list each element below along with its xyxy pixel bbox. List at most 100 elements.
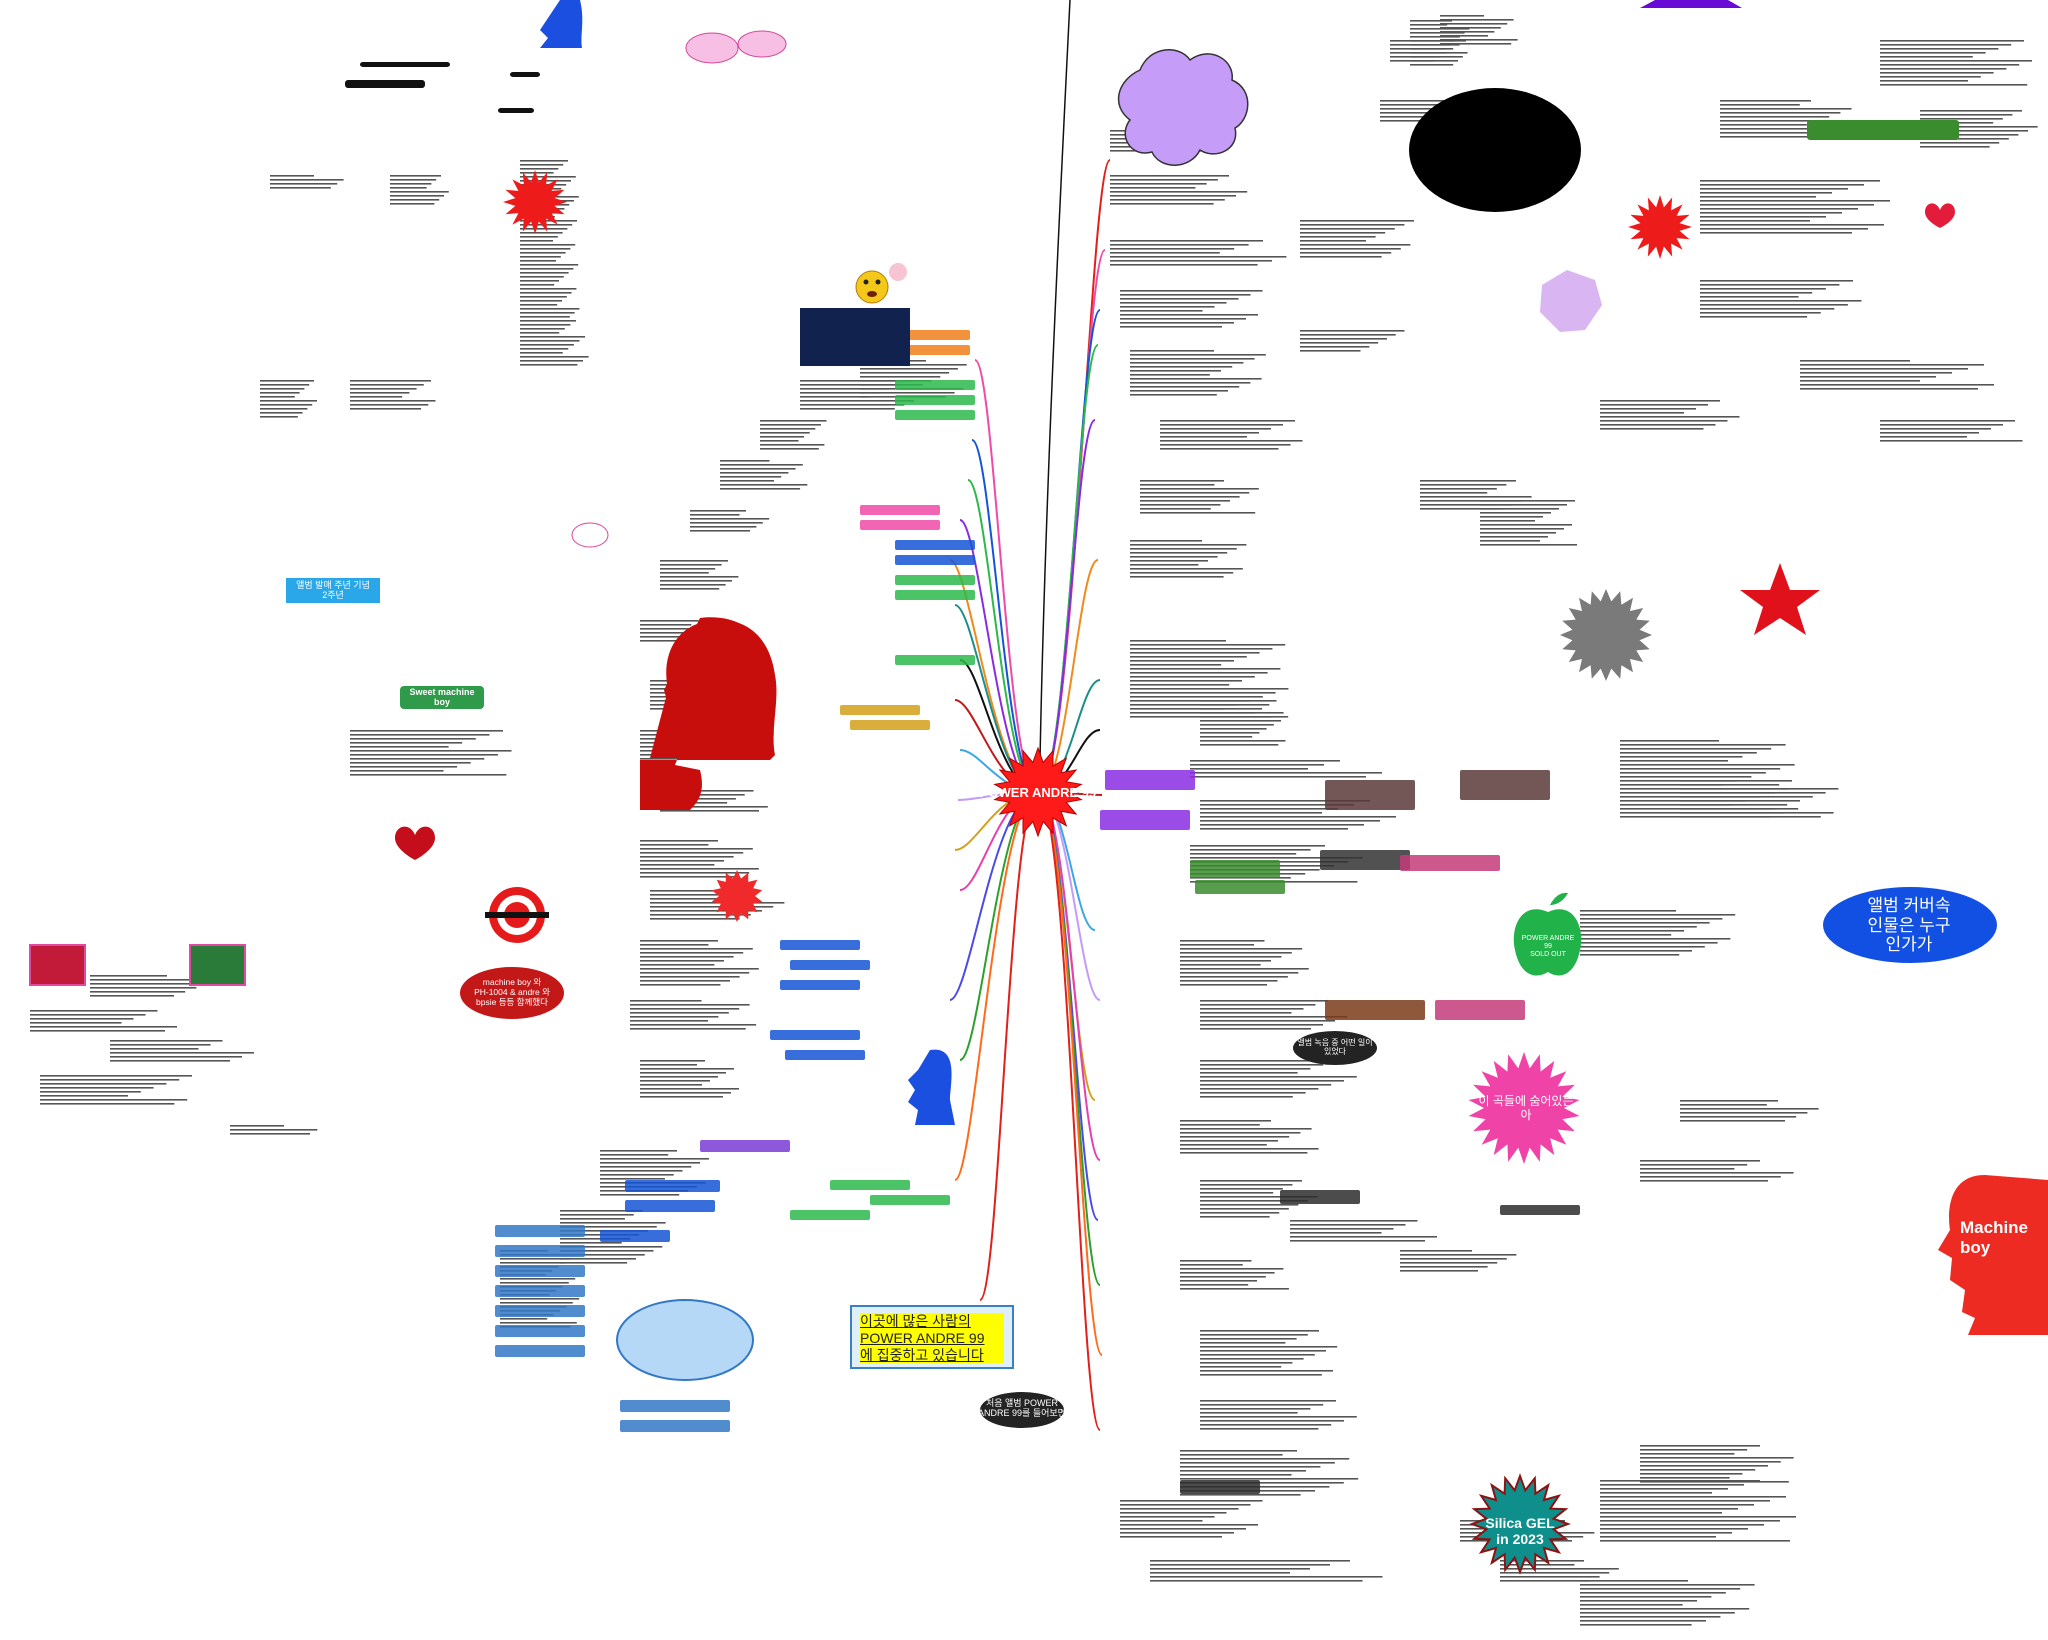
node-box[interactable] <box>895 655 975 665</box>
node-box[interactable] <box>1325 1000 1425 1020</box>
machine-boy-head-icon <box>1938 1175 2048 1335</box>
branch-line <box>979 791 1039 1301</box>
branch-lines <box>949 0 1111 1431</box>
node-box[interactable] <box>850 720 930 730</box>
highlight-note-text: 이곳에 많은 사람의 POWER ANDRE 99 에 집중하고 있습니다 <box>860 1313 1004 1364</box>
album-cover-label: 앨범 커버속 인물은 누구 인가가 <box>1867 896 1951 955</box>
grey-starburst-icon <box>1560 589 1652 681</box>
sweet-machine-boy-tag[interactable]: Sweet machine boy <box>400 686 484 709</box>
branch-line <box>954 791 1039 1181</box>
branch-line <box>1037 419 1096 793</box>
node-box[interactable] <box>895 540 975 550</box>
black-oval-note <box>1409 88 1581 212</box>
node-box[interactable] <box>840 705 920 715</box>
blue-head-icon <box>540 0 583 48</box>
node-box[interactable] <box>895 410 975 420</box>
node-box[interactable] <box>790 1210 870 1220</box>
album-cover-bubble[interactable] <box>1823 887 1997 963</box>
pink-starburst-shape <box>1468 1052 1580 1164</box>
node-box[interactable] <box>830 1180 910 1190</box>
pink-star-label: 이 곡들에 숨어있는 아 <box>1478 1094 1574 1122</box>
lightblue-blob <box>616 1299 754 1381</box>
node-box[interactable] <box>895 575 975 585</box>
node-box[interactable] <box>895 380 975 390</box>
apple-leaf-icon <box>1550 892 1568 905</box>
pink-cloud-shape <box>571 522 609 548</box>
red-head-icon <box>650 617 774 758</box>
node-box[interactable] <box>495 1245 585 1257</box>
blue-head-icon <box>908 1049 955 1125</box>
machine-boy-label: Machine boy <box>1960 1218 2029 1257</box>
node-box[interactable] <box>620 1400 730 1412</box>
node-box[interactable] <box>1320 850 1410 870</box>
node-box[interactable] <box>600 1230 670 1242</box>
node-box[interactable] <box>870 1195 950 1205</box>
node-box[interactable] <box>1460 770 1550 800</box>
node-box[interactable] <box>495 1285 585 1297</box>
node-box[interactable] <box>625 1180 720 1192</box>
branch-line <box>1037 249 1106 793</box>
teal-starburst-shape <box>1469 1473 1571 1575</box>
dark-navy-note <box>800 308 910 366</box>
green-apple-icon <box>1513 909 1582 976</box>
node-box[interactable] <box>895 555 975 565</box>
node-box[interactable] <box>1195 880 1285 894</box>
red-pill-shape[interactable] <box>460 967 564 1019</box>
green-note-box <box>1807 120 1959 140</box>
node-box[interactable] <box>1400 855 1500 871</box>
node-box[interactable] <box>780 980 860 990</box>
node-box[interactable] <box>1100 810 1190 830</box>
dark-pill-label-2: 앨범 녹음 중 어떤 일이 있었다 <box>1297 1038 1373 1057</box>
highlight-note-box[interactable]: 이곳에 많은 사람의 POWER ANDRE 99 에 집중하고 있습니다 <box>850 1305 1014 1369</box>
center-node-label[interactable]: POWER ANDRE 99 <box>979 785 1097 800</box>
pink-cloud-shape <box>685 32 739 64</box>
red-starburst-icon <box>711 870 763 922</box>
red-pill-label: machine boy 와 PH-1004 & andre 와 bpsie 등등… <box>474 977 550 1007</box>
node-box[interactable] <box>495 1265 585 1277</box>
node-box[interactable] <box>1180 1480 1260 1494</box>
node-box[interactable] <box>1190 860 1280 878</box>
node-box[interactable] <box>1105 770 1195 790</box>
node-box[interactable] <box>780 940 860 950</box>
node-box[interactable] <box>860 505 940 515</box>
dark-pill-shape[interactable] <box>1293 1031 1377 1065</box>
node-box[interactable] <box>1280 1190 1360 1204</box>
purple-cloud-shape <box>1117 49 1249 166</box>
node-box[interactable] <box>895 590 975 600</box>
center-node[interactable] <box>993 746 1083 838</box>
node-box[interactable] <box>495 1325 585 1337</box>
node-box[interactable] <box>900 345 970 355</box>
node-box[interactable] <box>620 1420 730 1432</box>
red-heart-icon <box>395 826 435 860</box>
pink-cloud-shape <box>737 30 787 58</box>
emoji-sticker-icon <box>855 270 889 304</box>
branch-line <box>1037 791 1101 1431</box>
node-box[interactable] <box>900 330 970 340</box>
branch-line <box>1037 309 1101 793</box>
node-box[interactable] <box>895 395 975 405</box>
node-box[interactable] <box>495 1305 585 1317</box>
red-star-icon <box>1740 563 1820 635</box>
red-heart-icon <box>1925 203 1955 228</box>
node-box[interactable] <box>770 1030 860 1040</box>
dark-pill-label: 처음 앨범 POWER ANDRE 99를 들어보면 <box>978 1398 1066 1419</box>
dark-pill-shape[interactable] <box>980 1392 1064 1428</box>
album-thumbnail-image <box>29 944 86 986</box>
purple-triangle-shape <box>1640 0 1742 8</box>
node-box[interactable] <box>700 1140 790 1152</box>
green-apple-label: POWER ANDRE 99 SOLD OUT <box>1521 935 1575 959</box>
anniversary-tag[interactable]: 앨범 발매 주년 기념 2주년 <box>286 578 380 603</box>
red-starburst-icon <box>1628 195 1692 259</box>
node-box[interactable] <box>860 520 940 530</box>
node-box[interactable] <box>1435 1000 1525 1020</box>
node-box[interactable] <box>625 1200 715 1212</box>
red-starburst-icon <box>503 170 567 234</box>
node-box[interactable] <box>495 1345 585 1357</box>
node-box[interactable] <box>790 960 870 970</box>
node-box[interactable] <box>495 1225 585 1237</box>
lavender-shape <box>1540 270 1602 332</box>
node-box[interactable] <box>1325 780 1415 810</box>
node-box[interactable] <box>1500 1205 1580 1215</box>
node-box[interactable] <box>785 1050 865 1060</box>
